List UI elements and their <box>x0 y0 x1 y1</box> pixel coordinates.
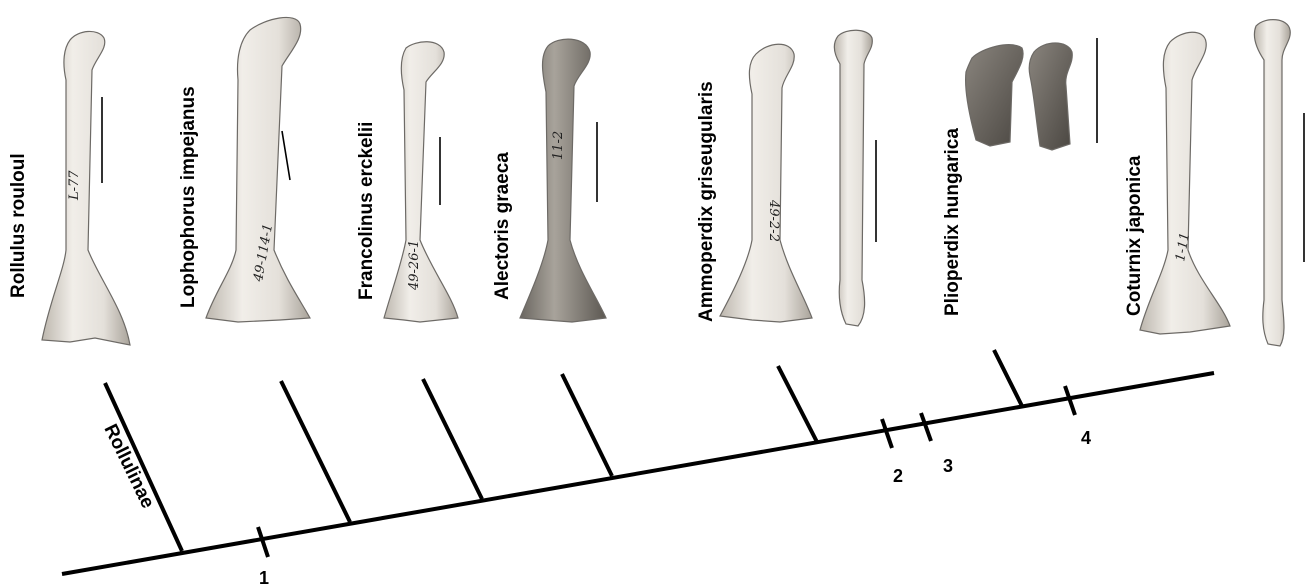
bone-alectoris-graeca: 11-2 <box>520 39 606 322</box>
taxon-label-ammoperdix: Ammoperdix griseugularis <box>696 81 717 322</box>
branch-alectoris <box>562 374 612 476</box>
taxon-label-francolinus: Francolinus erckelii <box>356 122 377 300</box>
tree-backbone <box>62 373 1214 574</box>
branch-plioperdix <box>994 350 1022 406</box>
bone-rollulus-rouloul: L-77 <box>42 31 130 345</box>
bone-plioperdix-hungarica <box>966 43 1073 150</box>
taxon-label-coturnix: Coturnix japonica <box>1124 155 1145 316</box>
node-label-2: 2 <box>893 466 903 486</box>
bone-lophophorus-impejanus: 49-114-1 <box>206 17 310 322</box>
node-tick-1 <box>258 527 268 557</box>
scale-bar-lophophorus <box>282 131 290 180</box>
taxon-label-rollulus: Rollulus rouloul <box>8 153 29 298</box>
node-label-4: 4 <box>1081 428 1091 448</box>
specimen-number-alectoris: 11-2 <box>551 131 566 160</box>
node-label-3: 3 <box>943 456 953 476</box>
specimen-number-ammoperdix: 49-2-2 <box>766 199 781 242</box>
bone-francolinus-erckelii: 49-26-1 <box>384 42 458 322</box>
branch-ammoperdix <box>778 366 817 442</box>
branch-francolinus <box>423 379 482 499</box>
taxon-label-plioperdix: Plioperdix hungarica <box>942 128 963 316</box>
node-tick-3 <box>921 413 931 441</box>
branch-lophophorus <box>281 381 350 522</box>
node-label-1: 1 <box>259 568 269 588</box>
taxon-label-alectoris: Alectoris graeca <box>492 152 513 300</box>
specimen-number-rollulus: L-77 <box>67 170 82 201</box>
bone-coturnix-japonica: 1-11 <box>1140 20 1290 346</box>
specimen-number-francolinus: 49-26-1 <box>407 240 422 291</box>
branch-rollulus <box>105 383 182 551</box>
bone-ammoperdix-griseugularis: 49-2-2 <box>720 30 872 326</box>
node-tick-2 <box>882 419 892 448</box>
taxon-label-lophophorus: Lophophorus impejanus <box>178 86 199 308</box>
